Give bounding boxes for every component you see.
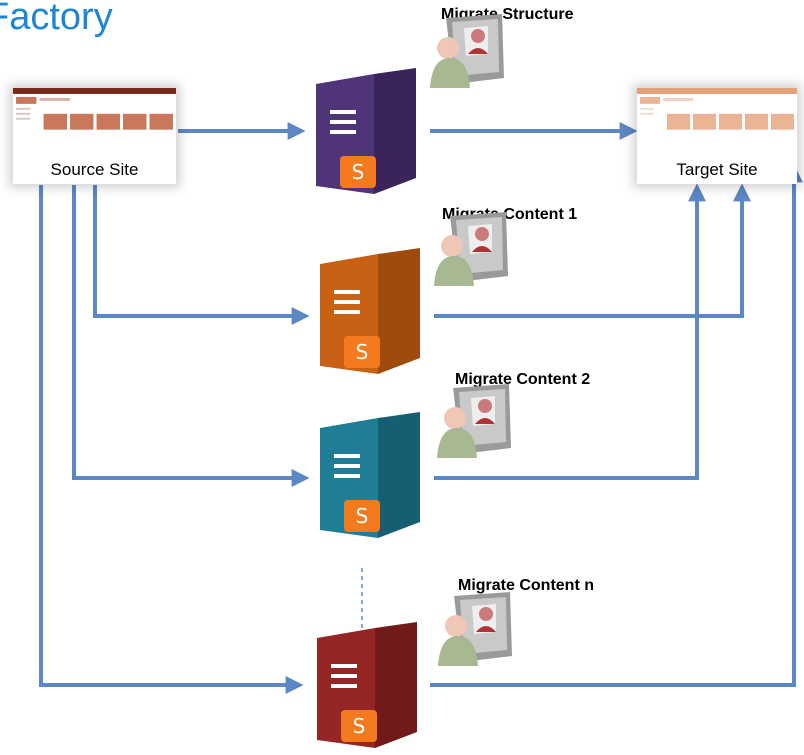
server-content-n: S xyxy=(313,622,425,755)
arrow-content-n-to-target xyxy=(430,164,803,687)
step-label-content-2: Migrate Content 2 xyxy=(455,371,591,388)
server-icon: S xyxy=(320,248,420,374)
arrow-source-to-content-2 xyxy=(72,185,310,487)
server-icon: S xyxy=(316,68,416,194)
server-icon: S xyxy=(320,412,420,538)
svg-text:S: S xyxy=(353,714,366,738)
diagram-title: Factory xyxy=(0,0,113,38)
operator-at-kiosk-icon xyxy=(432,212,512,293)
server-icon: S xyxy=(317,622,417,748)
site-screenshot-thumbnail xyxy=(13,88,176,130)
server-content-1: S xyxy=(316,248,428,381)
operator-at-kiosk-icon xyxy=(436,592,516,673)
site-screenshot-thumbnail xyxy=(637,88,797,130)
svg-text:S: S xyxy=(352,160,365,184)
server-content-2: S xyxy=(316,412,428,545)
step-label-content-n: Migrate Content n xyxy=(458,577,594,594)
operator-at-kiosk-icon xyxy=(435,384,515,465)
target-site: Target Site xyxy=(637,88,797,184)
source-site: Source Site xyxy=(13,88,176,184)
operator-at-kiosk-icon xyxy=(428,14,508,95)
svg-text:S: S xyxy=(356,504,369,528)
source-site-label: Source Site xyxy=(50,160,139,179)
plugin-badge-icon: S xyxy=(344,500,380,532)
arrow-source-to-content-n xyxy=(39,185,304,694)
arrow-content-1-to-target xyxy=(434,183,751,318)
arrow-source-to-content-1 xyxy=(93,185,310,325)
plugin-badge-icon: S xyxy=(340,156,376,188)
plugin-badge-icon: S xyxy=(344,336,380,368)
plugin-badge-icon: S xyxy=(341,710,377,742)
arrow-content-2-to-target xyxy=(434,183,706,480)
svg-text:S: S xyxy=(356,340,369,364)
server-structure: S xyxy=(312,68,424,201)
target-site-label: Target Site xyxy=(676,160,758,179)
